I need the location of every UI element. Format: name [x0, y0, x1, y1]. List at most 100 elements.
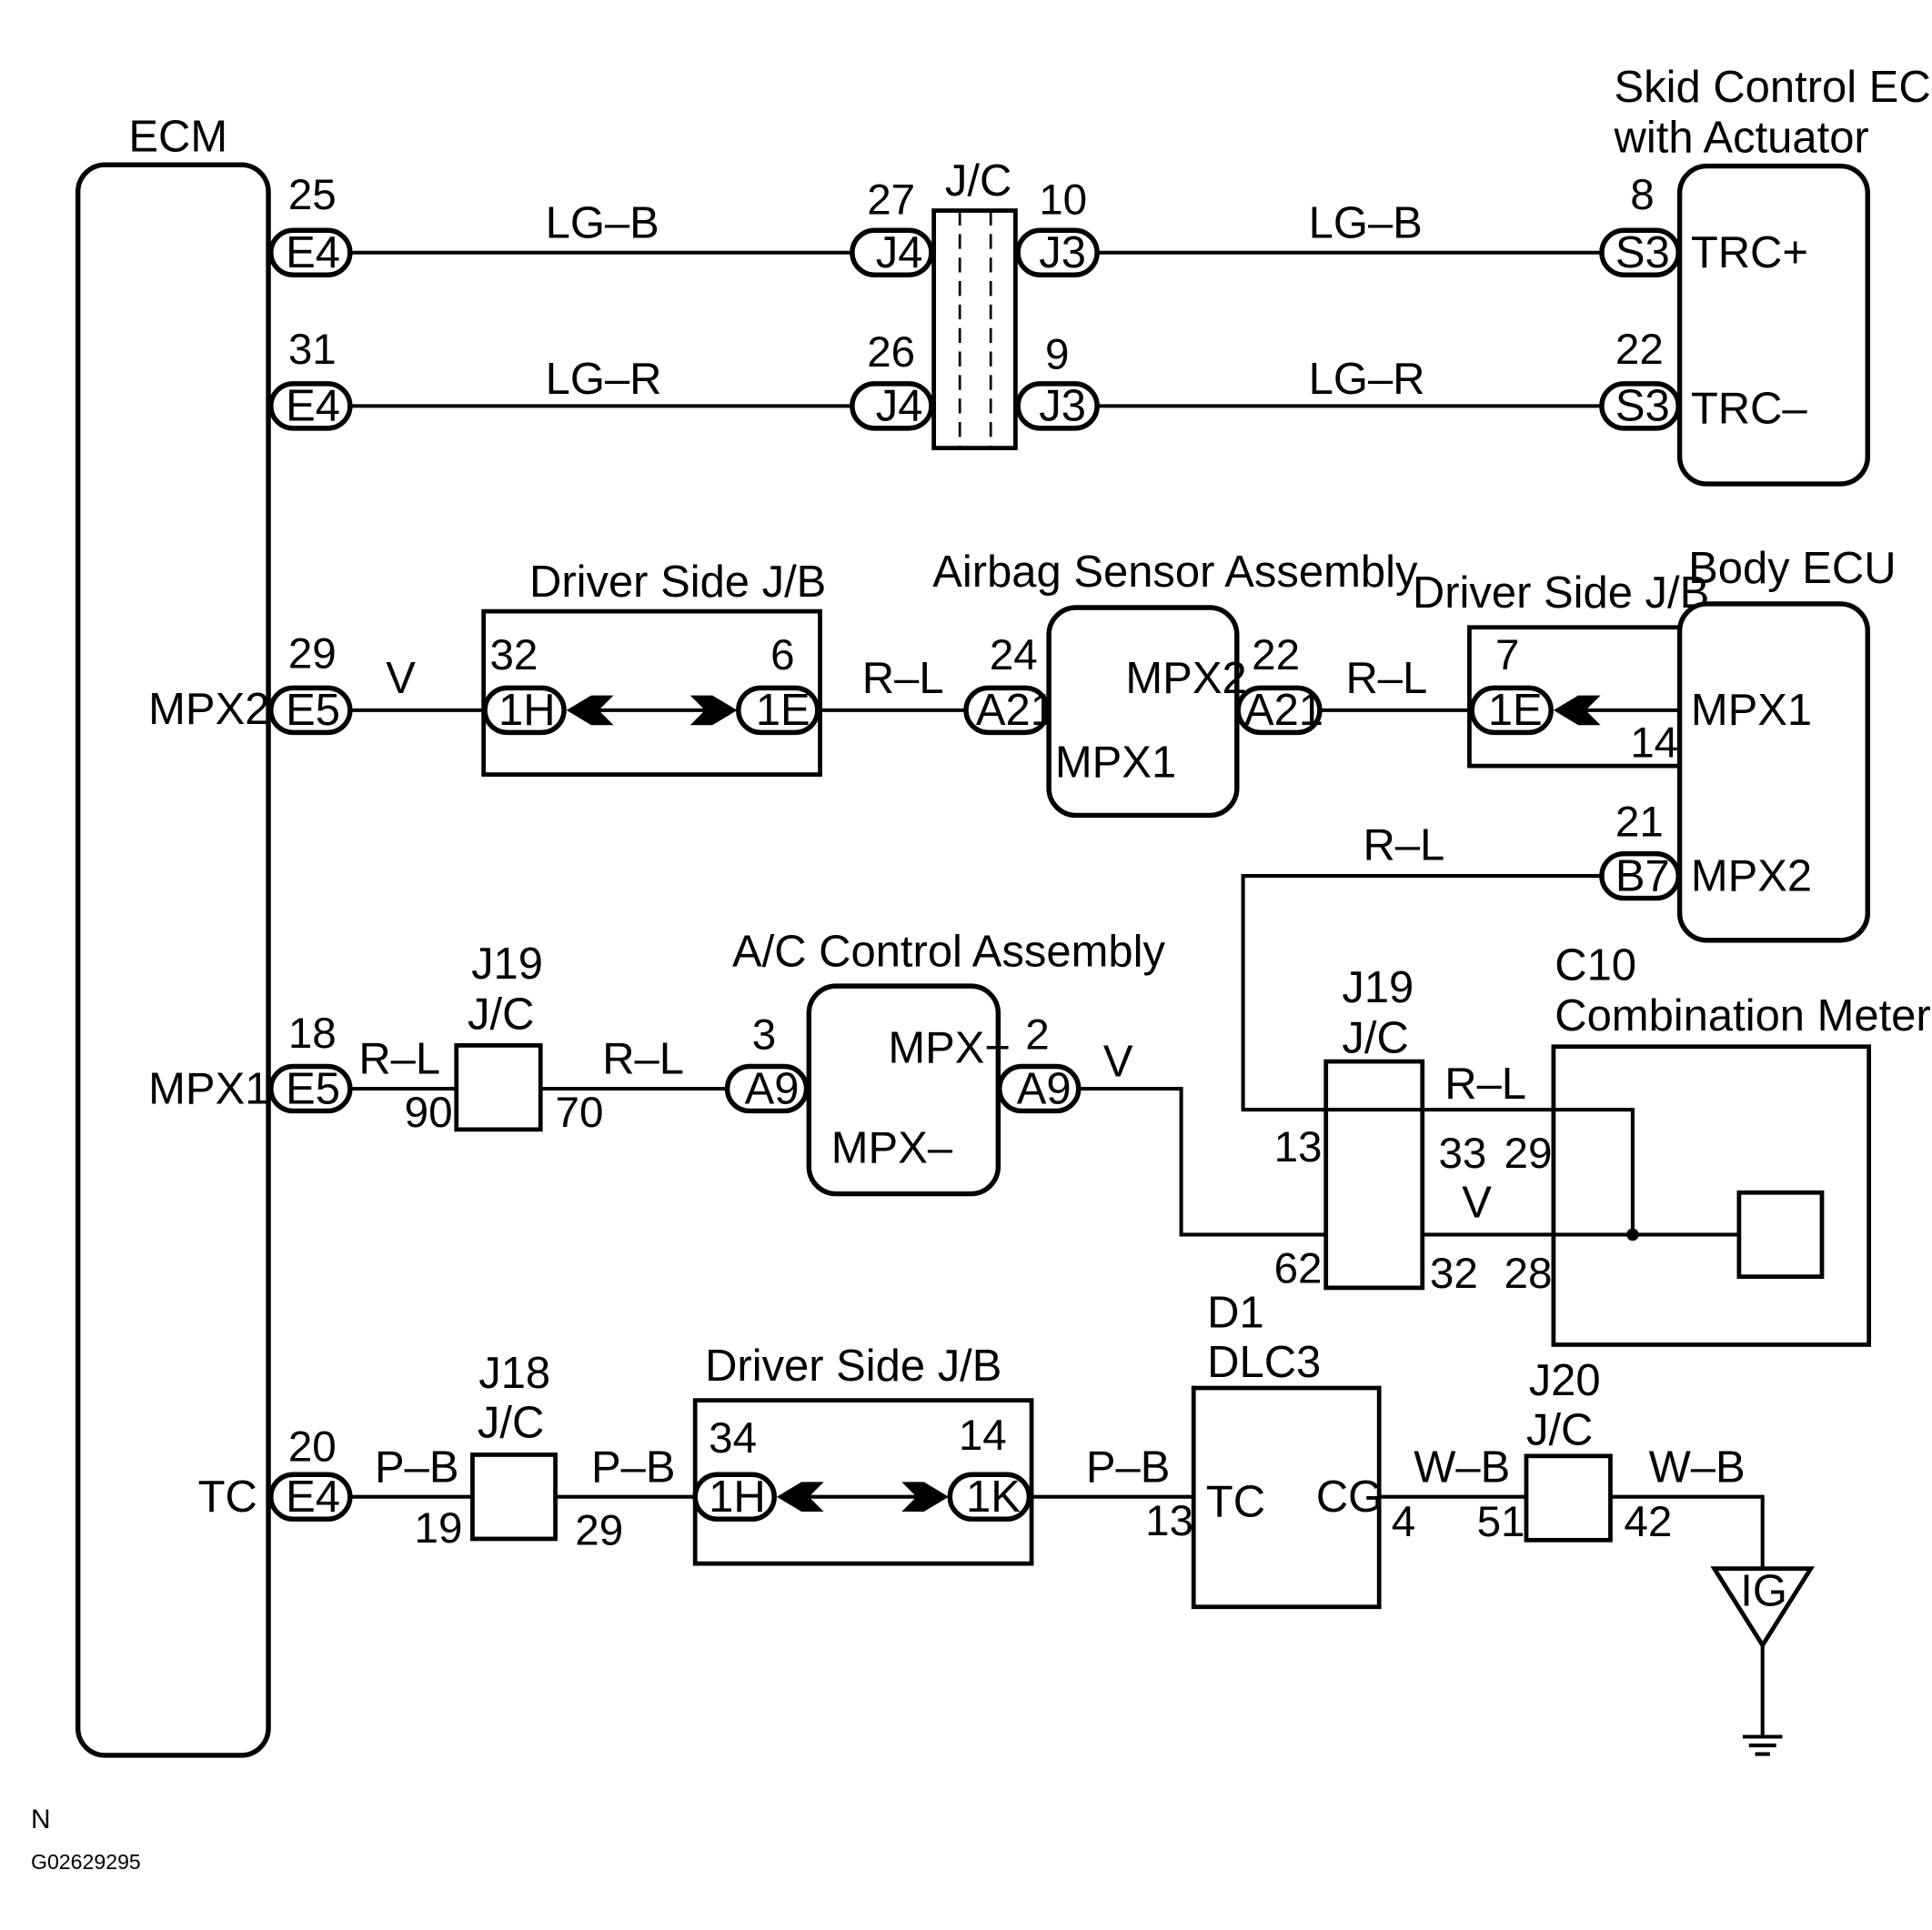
j19-left-box	[454, 1043, 543, 1132]
skid-ecu-title-2: with Actuator	[1614, 114, 1869, 163]
wire-label-w-b: W–B	[1649, 1442, 1746, 1492]
connector-e4-code: E4	[286, 382, 340, 431]
connector-s3-code: S3	[1615, 382, 1670, 431]
j18-box	[470, 1453, 558, 1542]
jb1-title: Driver Side J/B	[529, 558, 826, 607]
wire-label-r-l: R–L	[1444, 1060, 1526, 1109]
wire-v-to-j19	[1078, 1086, 1326, 1237]
row-trc-plus: 25 E4 LG–B 27 J4 10 J3 LG–B 8 S3	[268, 171, 1681, 277]
wire-label-lg-b: LG–B	[1309, 198, 1423, 247]
ac-pin-2: 2	[1025, 1010, 1049, 1059]
ecm-title: ECM	[128, 112, 227, 161]
wire-label-r-l: R–L	[1345, 654, 1427, 703]
wire-label-p-b: P–B	[375, 1442, 459, 1492]
j20-box	[1524, 1453, 1613, 1543]
wire-label-v: V	[1462, 1178, 1492, 1227]
jb1-pin-32: 32	[489, 631, 538, 679]
connector-e4-code: E4	[286, 1473, 340, 1522]
jb2-title: Driver Side J/B	[1413, 568, 1709, 618]
wire-b7-to-meter: R–L	[1241, 820, 1635, 1235]
skid-pin-8: 8	[1630, 171, 1654, 219]
row-tc: 20 E4 P–B J18 J/C 19 29 P–B Driver Side …	[268, 1288, 1816, 1756]
j20-pin-51: 51	[1477, 1498, 1525, 1546]
connector-arrow-icon	[901, 1482, 949, 1513]
wire-label-v: V	[1103, 1037, 1133, 1086]
jb3-title: Driver Side J/B	[705, 1342, 1001, 1391]
connector-1e-code: 1E	[1488, 686, 1543, 735]
skid-ecu-title-1: Skid Control ECU	[1615, 63, 1932, 112]
wire-label-w-b: W–B	[1414, 1442, 1510, 1492]
airbag-mpx2: MPX2	[1125, 654, 1246, 703]
j19-left-pin-90: 90	[405, 1089, 453, 1137]
row-trc-minus: 31 E4 LG–R 26 J4 9 J3 LG–R 22 S3	[268, 326, 1681, 431]
connector-j4	[850, 381, 934, 431]
jb3-box	[692, 1398, 1034, 1566]
jc-pin-27: 27	[867, 176, 915, 225]
jb2-pin-7: 7	[1495, 631, 1519, 679]
connector-a21-code: A21	[976, 686, 1055, 735]
connector-1k-code: 1K	[966, 1473, 1021, 1522]
meter-internal-block	[1736, 1190, 1825, 1280]
j19-left-pin-70: 70	[556, 1089, 604, 1137]
wire-label-lg-r: LG–R	[1309, 355, 1425, 404]
meter-pin-28: 28	[1504, 1250, 1553, 1298]
ecm-pin-25: 25	[288, 171, 337, 219]
row-mpx2: 29 E5 V Driver Side J/B 32 1H 6 1E R–L A…	[268, 548, 1709, 819]
body-ecu-pin-21: 21	[1615, 799, 1664, 847]
wire-label-r-l: R–L	[862, 654, 944, 703]
airbag-title: Airbag Sensor Assembly	[932, 548, 1418, 597]
connector-e4-code: E4	[286, 228, 340, 277]
j18-pin-29: 29	[575, 1507, 623, 1555]
j19-right-pin-33: 33	[1438, 1130, 1486, 1178]
jb3-pin-14: 14	[959, 1412, 1007, 1460]
dlc3-pin-13: 13	[1145, 1497, 1193, 1545]
dlc3-pin-4: 4	[1392, 1498, 1415, 1546]
connector-arrow-icon	[776, 1482, 824, 1513]
wire-w-b-to-ground	[1610, 1494, 1765, 1569]
wire-label-r-l: R–L	[1363, 820, 1444, 870]
ecm-pin-31: 31	[288, 326, 337, 374]
j19-right-box	[1323, 1059, 1425, 1291]
connector-s3-code: S3	[1615, 228, 1670, 277]
body-ecu-box	[1676, 601, 1871, 943]
connector-1e	[1469, 685, 1554, 736]
connector-1h	[692, 1472, 777, 1522]
j18-title-2: J/C	[478, 1398, 544, 1447]
meter-title-1: C10	[1555, 940, 1636, 990]
j19-left-title-2: J/C	[468, 990, 534, 1040]
skid-ecu-trc-minus: TRC–	[1691, 384, 1808, 433]
jc-pin-10: 10	[1039, 176, 1087, 225]
j19-left-title-1: J19	[471, 940, 543, 989]
ecm-mpx1-label: MPX1	[148, 1064, 269, 1113]
connector-e5-code: E5	[286, 686, 340, 735]
connector-1e-code: 1E	[756, 686, 810, 735]
jc-box	[931, 208, 1018, 450]
connector-e5-code: E5	[286, 1064, 340, 1113]
splice-dot	[1626, 1228, 1639, 1241]
j19-right-pin-13: 13	[1274, 1123, 1323, 1171]
dlc3-title-1: D1	[1207, 1288, 1264, 1337]
ecm-tc-label: TC	[198, 1473, 257, 1522]
jb1-pin-6: 6	[770, 631, 794, 679]
connector-1h-code: 1H	[498, 686, 556, 735]
ecm-box	[75, 162, 271, 1758]
junction-connector-top: J/C	[931, 156, 1018, 450]
connector-1h	[482, 685, 567, 736]
connector-j4	[850, 227, 934, 277]
j18-pin-19: 19	[415, 1504, 463, 1553]
j20-title-1: J20	[1529, 1356, 1601, 1405]
ground-label: IG	[1740, 1566, 1787, 1615]
body-ecu: Body ECU MPX1 MPX2 21 B7	[1599, 544, 1897, 943]
ecm-pin-18: 18	[288, 1010, 337, 1058]
ac-title: A/C Control Assembly	[732, 927, 1165, 976]
footer-code: G02629295	[31, 1850, 141, 1874]
j20-title-2: J/C	[1526, 1406, 1593, 1455]
j18-title-1: J18	[478, 1349, 550, 1398]
connector-a21-code: A21	[1244, 686, 1323, 735]
footer-n: N	[31, 1804, 51, 1835]
jb3-pin-34: 34	[709, 1414, 757, 1463]
j19-right-pin-32: 32	[1430, 1250, 1478, 1298]
meter-pin-29: 29	[1504, 1130, 1553, 1178]
wire-label-lg-r: LG–R	[546, 355, 662, 404]
jb2-box	[1467, 625, 1679, 769]
